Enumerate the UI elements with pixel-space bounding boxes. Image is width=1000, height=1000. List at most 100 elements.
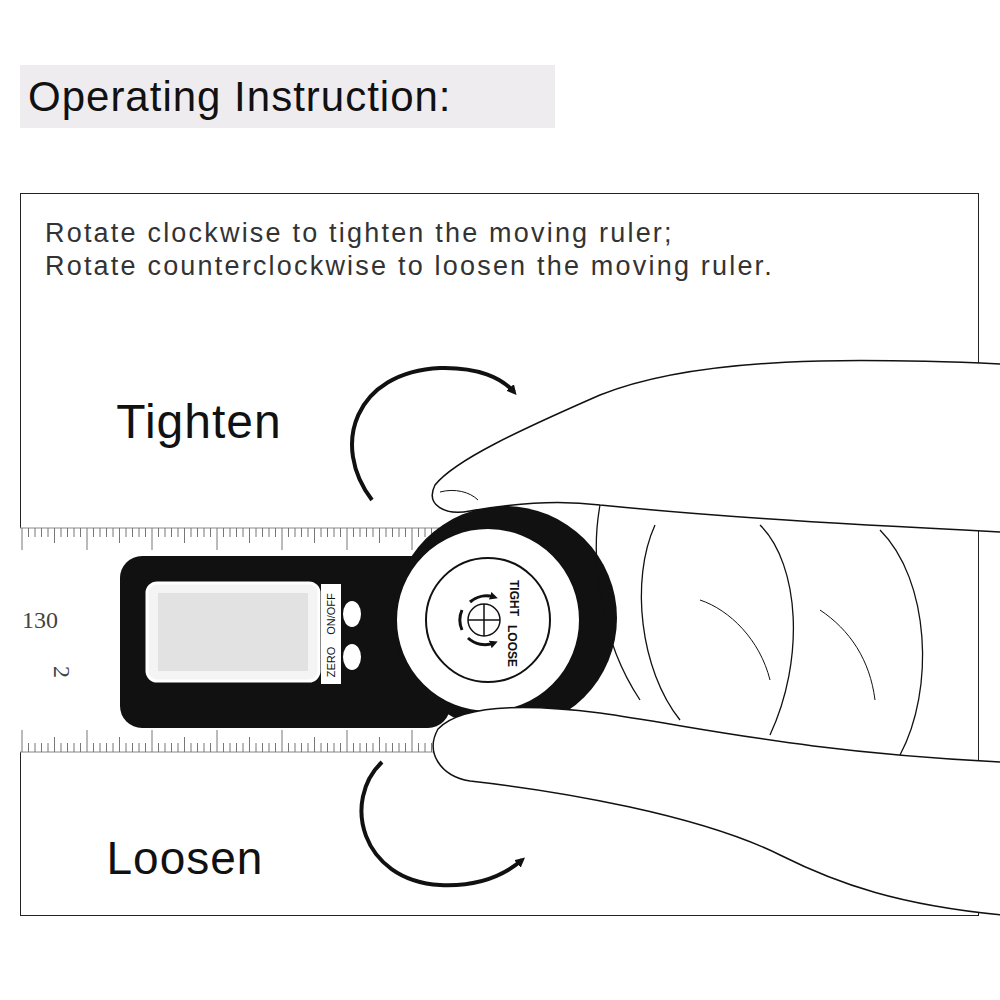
ruler-tick: [262, 528, 263, 537]
ruler-tick: [282, 528, 283, 550]
finger-line: [641, 525, 680, 720]
ruler-tick: [321, 743, 322, 752]
finger-line: [760, 525, 793, 735]
ruler-number: 130: [22, 608, 58, 632]
ruler-tick: [431, 743, 432, 752]
lcd-screen: [147, 583, 319, 681]
ruler-tick: [67, 743, 68, 752]
instruction-line: Rotate clockwise to tighten the moving r…: [45, 220, 674, 247]
direction-label: Tighten: [116, 398, 281, 446]
ruler-tick: [191, 528, 192, 537]
ruler-tick: [321, 528, 322, 537]
on-off-button: [343, 601, 361, 627]
ruler-tick: [256, 528, 257, 537]
ruler-tick: [113, 743, 114, 752]
ruler-tick: [275, 528, 276, 537]
ruler-tick: [301, 743, 302, 752]
ruler-tick: [269, 528, 270, 537]
ruler-tick: [249, 528, 250, 543]
knob-housing: [393, 506, 617, 730]
ruler-tick: [48, 743, 49, 752]
ruler-tick: [269, 743, 270, 752]
ruler-tick: [386, 528, 387, 537]
ruler-tick: [236, 528, 237, 537]
ruler-tick: [353, 528, 354, 537]
ruler-tick: [288, 743, 289, 752]
ruler-tick: [74, 528, 75, 537]
ruler-tick: [373, 743, 374, 752]
ruler-tick: [327, 528, 328, 537]
ruler-tick: [197, 528, 198, 537]
thumb: [433, 708, 1000, 915]
ruler-tick: [178, 528, 179, 537]
ruler-tick: [93, 528, 94, 537]
ruler-tick: [210, 528, 211, 537]
ruler-tick: [22, 528, 23, 550]
ruler-tick: [223, 743, 224, 752]
ruler-tick: [379, 737, 380, 752]
ruler-tick: [152, 730, 153, 752]
ruler-tick: [178, 743, 179, 752]
ruler-tick: [301, 528, 302, 537]
ruler-tick: [54, 737, 55, 752]
ruler-tick: [41, 743, 42, 752]
ruler-tick: [334, 528, 335, 537]
ruler-tick: [418, 528, 419, 537]
fingernail: [440, 490, 478, 500]
ruler-tick: [236, 743, 237, 752]
ruler-tick: [41, 528, 42, 537]
ruler-tick: [35, 528, 36, 537]
ruler-tick: [80, 528, 81, 537]
crosshair: [468, 604, 500, 636]
ruler-tick: [165, 743, 166, 752]
direction-label: Loosen: [107, 835, 264, 881]
ruler-tick: [87, 730, 88, 752]
knob-ring: [426, 558, 550, 682]
ruler-tick: [210, 743, 211, 752]
finger-line: [880, 530, 923, 755]
ruler-tick: [334, 743, 335, 752]
ruler-tick: [405, 743, 406, 752]
ruler-tick: [418, 743, 419, 752]
ruler-tick: [119, 737, 120, 752]
ruler-tick: [100, 528, 101, 537]
ruler-tick: [132, 528, 133, 537]
button-label: ZERO: [326, 647, 337, 678]
knuckle-line: [700, 600, 770, 680]
knob-label: LOOSE: [506, 625, 518, 667]
finger-line: [596, 505, 640, 700]
ruler-tick: [100, 743, 101, 752]
ruler-tick: [139, 743, 140, 752]
button-label: ON/OFF: [326, 593, 337, 635]
ruler-tick: [386, 743, 387, 752]
ruler-tick: [119, 528, 120, 543]
ruler-tick: [67, 528, 68, 537]
knob-label: TIGHT: [508, 580, 520, 616]
ruler-tick: [340, 743, 341, 752]
ruler-tick: [392, 743, 393, 752]
ruler-tick: [314, 528, 315, 543]
ruler-tick: [145, 743, 146, 752]
ruler-tick: [113, 528, 114, 537]
ruler-tick: [106, 528, 107, 537]
ruler-tick: [327, 743, 328, 752]
ruler-tick: [61, 743, 62, 752]
knob: [396, 528, 580, 712]
loose-arrow: [468, 638, 494, 645]
ruler-tick: [191, 743, 192, 752]
ruler-tick: [74, 743, 75, 752]
ruler-tick: [288, 528, 289, 537]
ruler-tick: [399, 528, 400, 537]
ruler-tick: [171, 528, 172, 537]
ruler-tick: [366, 528, 367, 537]
ruler-tick: [165, 528, 166, 537]
ruler-tick: [399, 743, 400, 752]
ruler-tick: [197, 743, 198, 752]
zero-button: [343, 644, 361, 670]
ruler-tick: [308, 528, 309, 537]
ruler-tick: [48, 528, 49, 537]
ruler-tick: [347, 528, 348, 550]
ruler-tick: [54, 528, 55, 543]
button-label-plate: [321, 584, 341, 684]
ruler-tick: [392, 528, 393, 537]
